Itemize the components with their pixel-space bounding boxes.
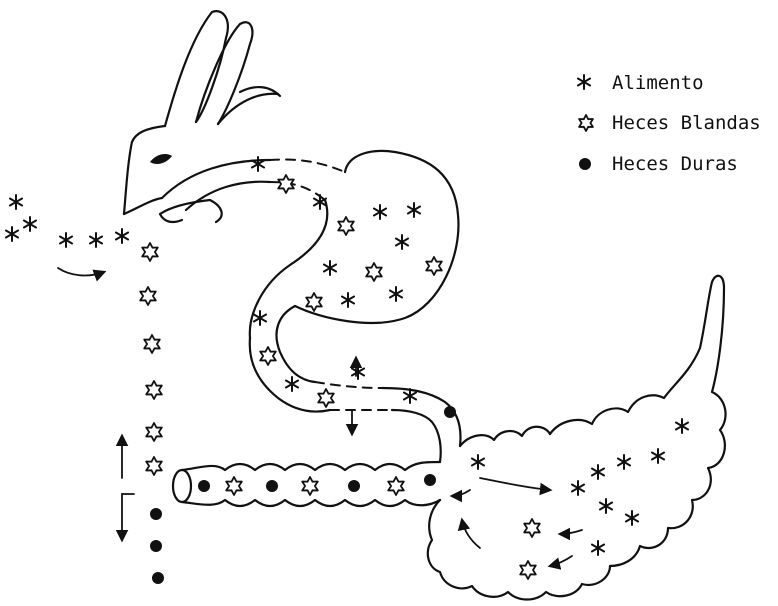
soft-feces-mark xyxy=(520,561,536,579)
soft-feces-mark xyxy=(146,381,162,399)
soft-feces-mark xyxy=(366,263,382,281)
soft-feces-mark xyxy=(226,477,242,495)
soft-feces-mark xyxy=(426,257,442,275)
food-mark xyxy=(600,499,612,513)
hard-feces-mark xyxy=(424,474,436,486)
food-mark xyxy=(408,203,420,217)
flow-arrows xyxy=(58,268,582,566)
marks-layer xyxy=(6,157,688,584)
hollow-star-icon xyxy=(579,115,593,131)
soft-feces-mark xyxy=(144,335,160,353)
hard-feces-mark xyxy=(198,480,210,492)
soft-feces-mark xyxy=(306,293,322,311)
food-mark xyxy=(90,233,102,247)
cecum-outline xyxy=(428,276,726,600)
food-mark xyxy=(578,75,590,89)
food-mark xyxy=(396,235,408,249)
return-arrow-1 xyxy=(452,490,470,496)
soft-feces-mark xyxy=(338,217,354,235)
return-arrow-2 xyxy=(462,520,480,548)
food-mark xyxy=(352,365,364,379)
food-mark xyxy=(374,205,386,219)
food-mark xyxy=(314,195,326,209)
rabbit-head-drawing xyxy=(124,11,280,222)
food-mark xyxy=(254,311,266,325)
soft-feces-mark xyxy=(524,519,540,537)
soft-feces-mark xyxy=(579,115,593,131)
soft-feces-mark xyxy=(260,347,276,365)
return-arrow-3 xyxy=(560,530,582,534)
food-mark xyxy=(472,455,484,469)
soft-feces-mark xyxy=(142,243,158,261)
food-mark xyxy=(60,233,72,247)
food-mark xyxy=(652,449,664,463)
small-intestine-tube xyxy=(250,306,461,462)
food-mark xyxy=(324,261,336,275)
intake-arrow xyxy=(58,268,104,275)
hard-feces-mark xyxy=(579,158,591,170)
hard-feces-mark xyxy=(444,406,456,418)
soft-feces-mark xyxy=(146,423,162,441)
food-mark xyxy=(572,481,584,495)
return-arrow-4 xyxy=(550,556,572,566)
hard-feces-mark xyxy=(266,480,278,492)
food-mark xyxy=(116,229,128,243)
soft-feces-mark xyxy=(318,389,334,407)
hard-feces-mark xyxy=(150,540,162,552)
legend-label-food: Alimento xyxy=(612,72,704,94)
food-mark xyxy=(24,217,36,231)
hard-feces-mark xyxy=(152,572,164,584)
food-mark xyxy=(10,195,22,209)
food-mark xyxy=(676,419,688,433)
food-mark xyxy=(626,511,638,525)
soft-feces-mark xyxy=(278,175,294,193)
legend-label-soft: Heces Blandas xyxy=(612,112,761,134)
soft-feces-mark xyxy=(140,287,156,305)
filled-dot-icon xyxy=(579,158,591,170)
legend-item-hard: Heces Duras xyxy=(579,153,738,175)
legend: Alimento Heces Blandas Heces Duras xyxy=(578,72,761,175)
food-mark xyxy=(618,455,630,469)
food-mark xyxy=(286,377,298,391)
cecum-flow-arrow xyxy=(480,478,550,490)
soft-feces-mark xyxy=(146,457,162,475)
food-mark xyxy=(592,541,604,555)
food-mark xyxy=(6,227,18,241)
food-mark xyxy=(592,465,604,479)
food-mark xyxy=(342,293,354,307)
soft-feces-mark xyxy=(388,477,404,495)
legend-item-soft: Heces Blandas xyxy=(579,112,761,134)
legend-item-food: Alimento xyxy=(578,72,704,94)
asterisk-icon xyxy=(578,75,590,89)
food-mark xyxy=(390,287,402,301)
legend-label-hard: Heces Duras xyxy=(612,153,738,175)
hard-feces-mark xyxy=(150,508,162,520)
hard-feces-mark xyxy=(348,480,360,492)
soft-feces-mark xyxy=(302,477,318,495)
